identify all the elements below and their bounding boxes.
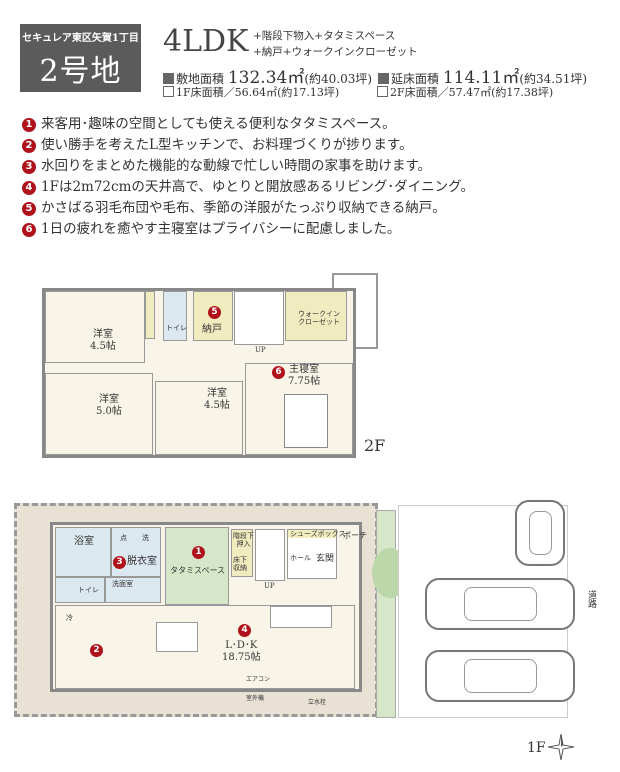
floor2-area: 2F床面積／57.47㎡(約17.38坪)	[377, 84, 553, 100]
extras-line1: +階段下物入+タタミスペース	[253, 30, 396, 42]
entrance-hall: シューズボックス ホール 玄関	[287, 529, 345, 579]
floor1-area: 1F床面積／56.64㎡(約17.13坪)	[163, 84, 339, 100]
empty-square-icon	[377, 86, 388, 97]
road-label: 道路	[586, 590, 596, 608]
bathroom: 浴室	[55, 527, 111, 577]
under-stair-storage: 階段下 押入 床下 収納	[231, 529, 254, 577]
ldk-number: 4	[238, 624, 251, 637]
empty-square-icon	[163, 86, 174, 97]
lot-badge: セキュレア東区矢賀1丁目 2号地	[20, 24, 141, 92]
closet	[145, 291, 155, 339]
car-icon	[515, 500, 565, 566]
compass-icon	[547, 733, 575, 761]
bed	[284, 394, 328, 448]
floor2-label: 2F	[364, 436, 386, 455]
western-room-3: 洋室 4.5帖	[155, 381, 243, 455]
site-area: 敷地面積 132.34㎡(約40.03坪)	[163, 63, 372, 88]
planting-strip	[376, 510, 396, 718]
toilet-1f: トイレ	[55, 577, 105, 603]
filled-square-icon	[163, 73, 174, 84]
washroom: 洗面室	[105, 577, 161, 603]
filled-square-icon	[378, 73, 389, 84]
stairs-1f: UP	[255, 529, 285, 590]
layout-type: 4LDK	[163, 24, 249, 59]
tatami-space: 1 タタミスペース	[165, 527, 229, 605]
walk-in-closet: ウォークイン クローゼット	[285, 291, 347, 341]
floor2-plan: 洋室 4.5帖 トイレ 5 納戸 UP ウォークイン クローゼット 6 主寝室 …	[42, 288, 356, 458]
western-room-2: 洋室 5.0帖	[45, 373, 153, 455]
extras-line2: +納戸+ウォークインクローゼット	[253, 46, 418, 58]
dining-table	[156, 622, 198, 652]
porch-label: ポーチ	[343, 531, 367, 540]
shoe-box	[288, 530, 336, 538]
sofa	[270, 606, 332, 628]
car-icon	[425, 650, 575, 702]
faucet-label: 立水栓	[308, 699, 327, 706]
floor1-plan: 浴室 点 洗 3 脱衣室 トイレ 洗面室 1 タタミスペース 階段下 押入 床下…	[50, 522, 367, 692]
master-bedroom: 6 主寝室 7.75帖	[245, 363, 353, 455]
western-room-1	[45, 291, 145, 363]
ldk: 冷 2 4 L･D･K 18.75帖 エアコン	[55, 605, 355, 689]
dressing-room: 点 洗 3 脱衣室	[111, 527, 161, 577]
car-icon	[425, 578, 575, 630]
project-name: セキュレア東区矢賀1丁目	[22, 33, 139, 44]
toilet-2f: トイレ	[163, 291, 187, 341]
storage-room: 5 納戸	[193, 291, 233, 341]
outdoor-unit-label: 室外機	[246, 695, 265, 702]
stairs-2f: UP	[234, 291, 284, 354]
total-floor-area: 延床面積 114.11㎡(約34.51坪)	[378, 63, 587, 88]
floor1-label: 1F	[527, 740, 546, 756]
lot-number: 2号地	[39, 54, 122, 89]
